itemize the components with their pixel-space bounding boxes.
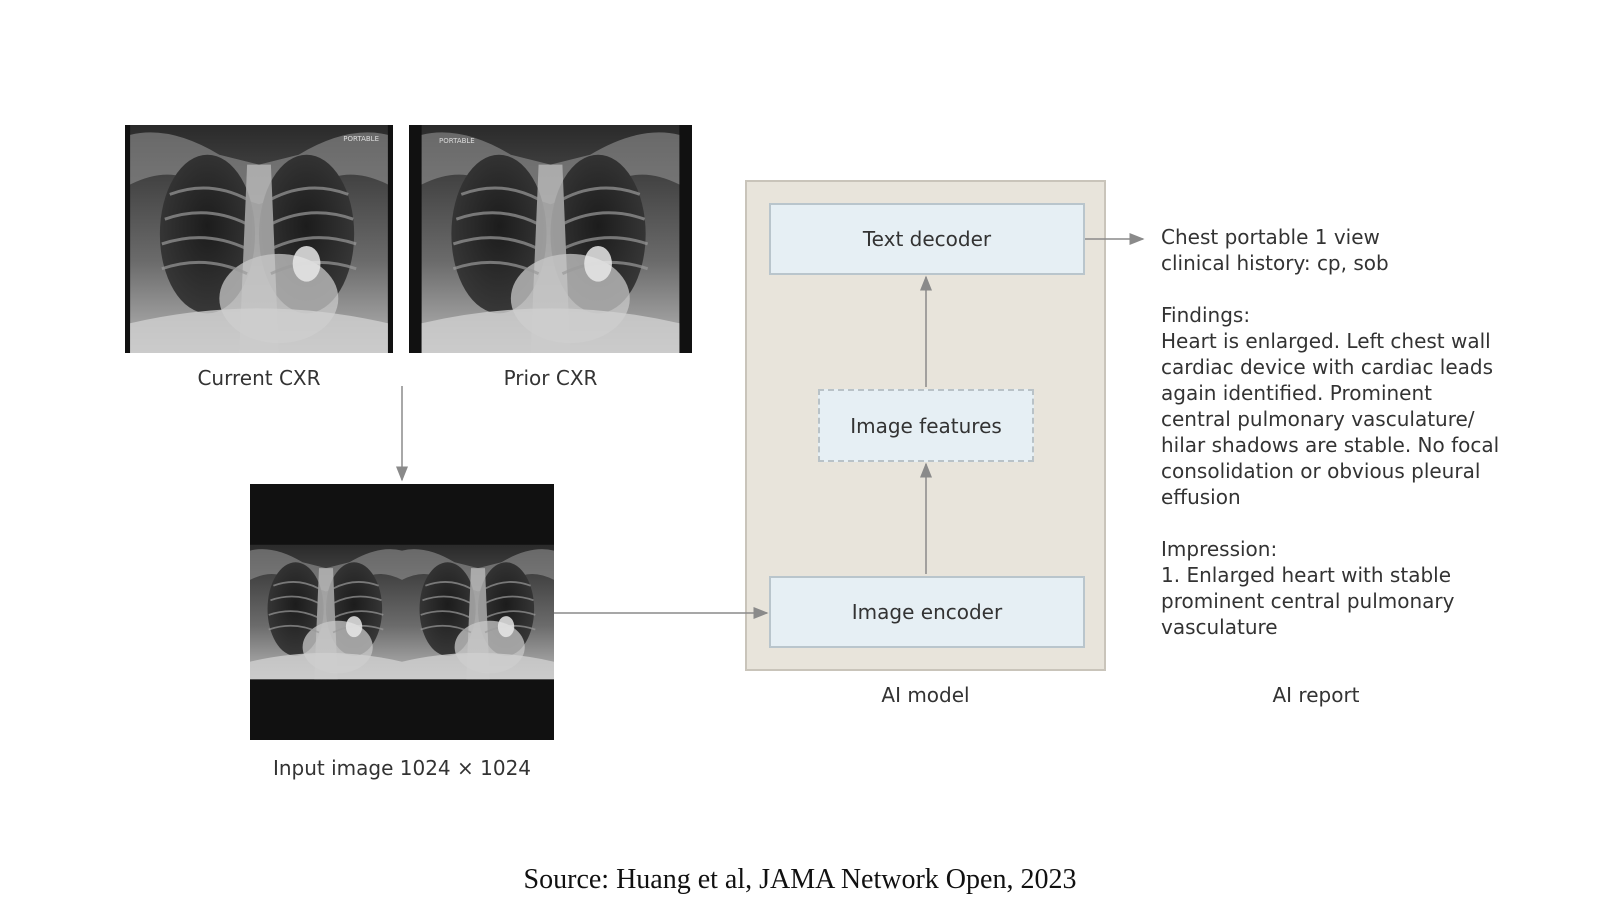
- current-cxr-image: PORTABLE: [125, 125, 393, 353]
- ai-report: Chest portable 1 view clinical history: …: [1161, 224, 1501, 640]
- image-encoder-box: Image encoder: [769, 576, 1085, 648]
- input-image: [250, 484, 554, 740]
- image-features-box: Image features: [818, 389, 1034, 462]
- text-decoder-box: Text decoder: [769, 203, 1085, 275]
- impression-text: 1. Enlarged heart with stable prominent …: [1161, 563, 1455, 639]
- report-header-line-1: Chest portable 1 view: [1161, 225, 1380, 249]
- report-header-line-2: clinical history: cp, sob: [1161, 251, 1389, 275]
- current-cxr-caption: Current CXR: [197, 366, 321, 390]
- prior-cxr-caption: Prior CXR: [503, 366, 598, 390]
- findings-title: Findings:: [1161, 303, 1251, 327]
- input-image-caption: Input image 1024 × 1024: [272, 756, 532, 780]
- prior-cxr-overlay-text: PORTABLE: [439, 137, 475, 145]
- prior-cxr-image: PORTABLE: [409, 125, 692, 353]
- source-citation: Source: Huang et al, JAMA Network Open, …: [523, 864, 1077, 895]
- ai-model-caption: AI model: [881, 683, 970, 707]
- current-cxr-overlay-text: PORTABLE: [343, 135, 379, 143]
- impression-title: Impression:: [1161, 537, 1278, 561]
- findings-text: Heart is enlarged. Left chest wall cardi…: [1161, 329, 1500, 509]
- ai-report-caption: AI report: [1272, 683, 1360, 707]
